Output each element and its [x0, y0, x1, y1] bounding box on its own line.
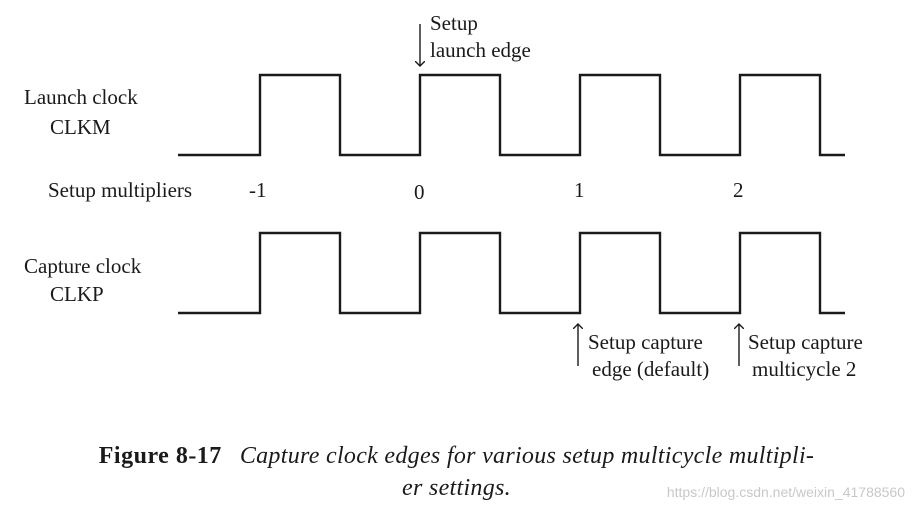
capture-clock-waveform [178, 231, 845, 315]
launch-clock-signal-name: CLKM [50, 115, 111, 139]
capture-default-annotation: edge (default) [592, 357, 709, 381]
multiplier-value: 2 [733, 178, 744, 202]
capture-clock-label: Capture clock [24, 254, 142, 278]
multiplier-value: 1 [574, 178, 585, 202]
caption-line-1: Figure 8-17 Capture clock edges for vari… [0, 440, 913, 472]
figure-number: Figure 8-17 [98, 443, 222, 469]
launch-clock-waveform [178, 73, 845, 157]
timing-diagram: Launch clock CLKM Setup multipliers -1 0… [24, 11, 863, 381]
figure-caption: Figure 8-17 Capture clock edges for vari… [0, 440, 913, 504]
capture-clock-signal-name: CLKP [50, 282, 104, 306]
multiplier-value: -1 [249, 178, 267, 202]
setup-multipliers-label: Setup multipliers [48, 178, 192, 202]
launch-edge-annotation: Setup [430, 11, 478, 35]
caption-line-2: er settings. [402, 475, 511, 501]
launch-clock-label: Launch clock [24, 85, 138, 109]
capture-multicycle-annotation: Setup capture [748, 330, 863, 354]
multiplier-value: 0 [414, 180, 425, 204]
capture-multicycle-annotation: multicycle 2 [752, 357, 856, 381]
capture-default-annotation: Setup capture [588, 330, 703, 354]
watermark: https://blog.csdn.net/weixin_41788560 [666, 484, 905, 500]
launch-edge-annotation: launch edge [430, 38, 531, 62]
caption-text: Capture clock edges for various setup mu… [239, 443, 815, 469]
